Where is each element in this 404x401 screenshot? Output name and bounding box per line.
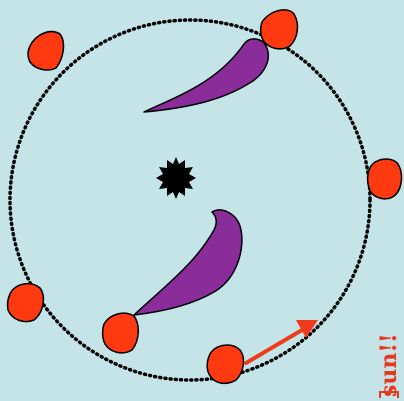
petal-right xyxy=(368,159,402,199)
petal-bottom xyxy=(207,345,243,383)
sun-label: sun!! xyxy=(376,333,402,397)
sun-label-group: sun!! xyxy=(376,333,402,397)
petal-bottom-mid xyxy=(103,313,139,353)
petal-bottom-left xyxy=(8,284,44,322)
